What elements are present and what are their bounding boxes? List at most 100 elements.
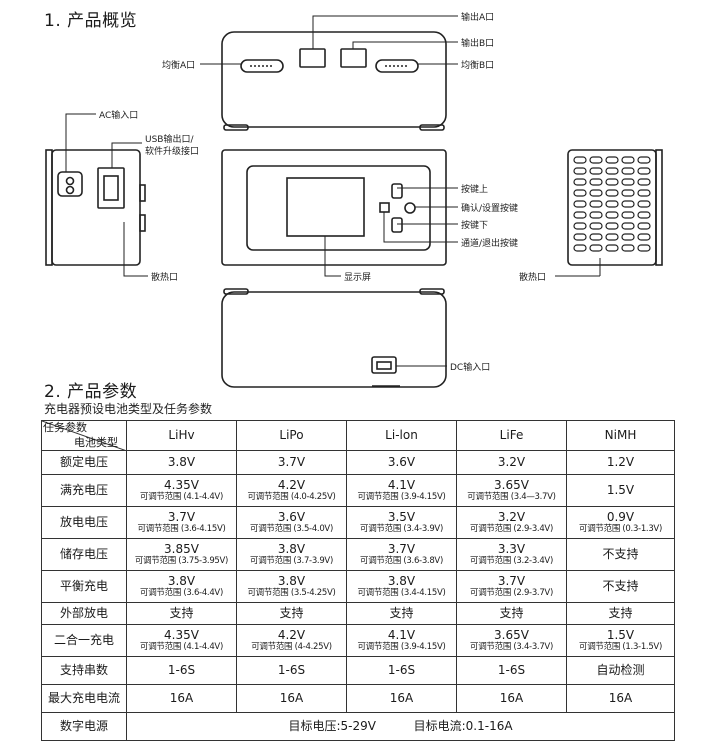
cell-value: 3.65V	[494, 627, 529, 642]
cell-value: 1.2V	[606, 454, 635, 469]
table-cell: 1-6S	[126, 656, 237, 685]
table-cell: 3.6V	[346, 450, 457, 475]
column-header: LiFe	[456, 420, 567, 451]
row-label: 平衡充电	[41, 570, 127, 603]
cell-value: 3.8V	[277, 573, 306, 588]
cell-value: 3.7V	[277, 454, 306, 469]
cell-value: 3.85V	[164, 541, 199, 556]
cell-value: 支持	[389, 605, 414, 620]
column-header: Li-lon	[346, 420, 457, 451]
table-cell: 16A	[456, 684, 567, 713]
label-channel-button: 通道/退出按键	[461, 239, 519, 249]
cell-range: 可调节范围 (3.7-3.9V)	[250, 555, 333, 566]
front-view	[221, 149, 447, 266]
cell-range: 可调节范围 (3.4-3.9V)	[360, 523, 443, 534]
cell-value: 不支持	[602, 546, 639, 561]
dc-target-voltage: 目标电压:5-29V	[288, 718, 376, 733]
cell-value: 1-6S	[387, 662, 416, 677]
row-label: 外部放电	[41, 602, 127, 625]
cell-value: 4.1V	[387, 627, 416, 642]
cell-range: 可调节范围 (1.3-1.5V)	[579, 641, 662, 652]
cell-value: 支持	[499, 605, 524, 620]
table-cell: 16A	[126, 684, 237, 713]
table-cell: 3.8V	[126, 450, 237, 475]
label-heat-left: 散热口	[151, 273, 179, 283]
cell-value: 3.8V	[387, 573, 416, 588]
label-button-down: 按键下	[461, 221, 489, 231]
table-cell: 3.2V	[456, 450, 567, 475]
dc-row-values: 目标电压:5-29V 目标电流:0.1-16A	[126, 712, 675, 741]
label-output-a: 输出A口	[461, 13, 495, 23]
cell-value: 16A	[608, 690, 633, 705]
table-cell: 支持	[236, 602, 347, 625]
table-cell: 1.5V	[566, 474, 675, 507]
label-heat-right: 散热口	[519, 273, 547, 283]
table-cell: 16A	[346, 684, 457, 713]
product-drawings	[45, 15, 663, 388]
table-cell: 16A	[236, 684, 347, 713]
cell-range: 可调节范围 (3.75-3.95V)	[134, 555, 229, 566]
cell-range: 可调节范围 (3.2-3.4V)	[470, 555, 553, 566]
overview-title: 1. 产品概览	[44, 11, 138, 31]
row-label: 储存电压	[41, 538, 127, 571]
cell-range: 可调节范围 (0.3-1.3V)	[579, 523, 662, 534]
cell-value: 不支持	[602, 578, 639, 593]
cell-value: 自动检测	[596, 662, 645, 677]
left-side-view	[45, 149, 146, 266]
cell-value: 16A	[389, 690, 414, 705]
table-cell: 不支持	[566, 538, 675, 571]
cell-range: 可调节范围 (3.5-4.0V)	[250, 523, 333, 534]
label-balance-b: 均衡B口	[461, 61, 495, 71]
table-cell: 1-6S	[236, 656, 347, 685]
cell-value: 1-6S	[167, 662, 196, 677]
column-header: LiHv	[126, 420, 237, 451]
corner-diagonal	[42, 421, 127, 451]
cell-range: 可调节范围 (3.6-4.15V)	[137, 523, 226, 534]
cell-value: 1.5V	[606, 482, 635, 497]
cell-value: 4.1V	[387, 477, 416, 492]
cell-range: 可调节范围 (3.4-4.15V)	[357, 587, 446, 598]
cell-value: 3.8V	[277, 541, 306, 556]
cell-value: 3.6V	[277, 509, 306, 524]
cell-range: 可调节范围 (2.9-3.7V)	[470, 587, 553, 598]
column-header: LiPo	[236, 420, 347, 451]
cell-value: 4.2V	[277, 627, 306, 642]
cell-value: 0.9V	[606, 509, 635, 524]
cell-value: 3.2V	[497, 509, 526, 524]
row-label: 放电电压	[41, 506, 127, 539]
cell-value: 3.6V	[387, 454, 416, 469]
cell-range: 可调节范围 (4-4.25V)	[251, 641, 332, 652]
table-cell: 支持	[126, 602, 237, 625]
params-title: 2. 产品参数	[44, 382, 138, 402]
cell-range: 可调节范围 (3.9-4.15V)	[357, 641, 446, 652]
params-subtitle: 充电器预设电池类型及任务参数	[44, 402, 213, 416]
cell-value: 3.7V	[167, 509, 196, 524]
table-cell: 不支持	[566, 570, 675, 603]
table-row-dc: 数字电源 目标电压:5-29V 目标电流:0.1-16A	[41, 712, 675, 741]
table-cell: 1-6S	[346, 656, 457, 685]
cell-value: 1-6S	[497, 662, 526, 677]
table-cell: 1-6S	[456, 656, 567, 685]
corner-cell: 电池类型 任务参数	[41, 420, 127, 451]
corner-bottom-label: 任务参数	[43, 420, 87, 434]
table-cell: 1.2V	[566, 450, 675, 475]
cell-range: 可调节范围 (2.9-3.4V)	[470, 523, 553, 534]
cell-value: 支持	[279, 605, 304, 620]
dc-target-current: 目标电流:0.1-16A	[413, 718, 513, 733]
cell-range: 可调节范围 (3.4—3.7V)	[467, 491, 556, 502]
label-dc-input: DC输入口	[450, 363, 491, 373]
column-header: NiMH	[566, 420, 675, 451]
